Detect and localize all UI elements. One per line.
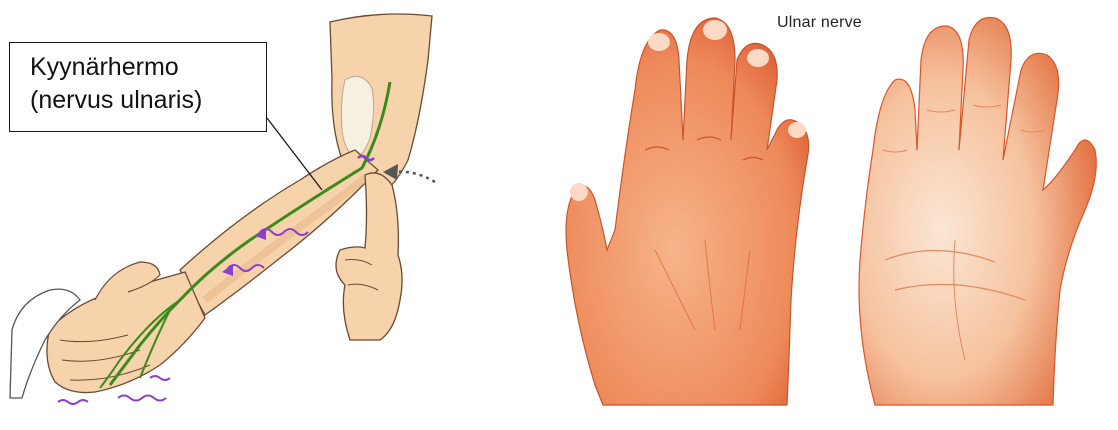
left-arm-diagram: Kyynärhermo (nervus ulnaris) (0, 0, 555, 430)
callout-line-1: Kyynärhermo (30, 51, 266, 84)
callout-line-2: (nervus ulnaris) (30, 84, 266, 117)
palm-of-hand (859, 17, 1096, 405)
nerve-label-callout: Kyynärhermo (nervus ulnaris) (9, 42, 267, 132)
fingertip-tingling-1 (58, 400, 88, 404)
fingertip-tingling-2 (118, 396, 166, 401)
fingertip-tingling-3 (150, 376, 170, 380)
ulnar-nerve-title: Ulnar nerve (777, 14, 862, 32)
hands-drawing (555, 0, 1118, 430)
back-of-hand (566, 18, 809, 405)
callout-leader-line (267, 118, 322, 190)
right-hands-illustration: Ulnar nerve (555, 0, 1118, 430)
